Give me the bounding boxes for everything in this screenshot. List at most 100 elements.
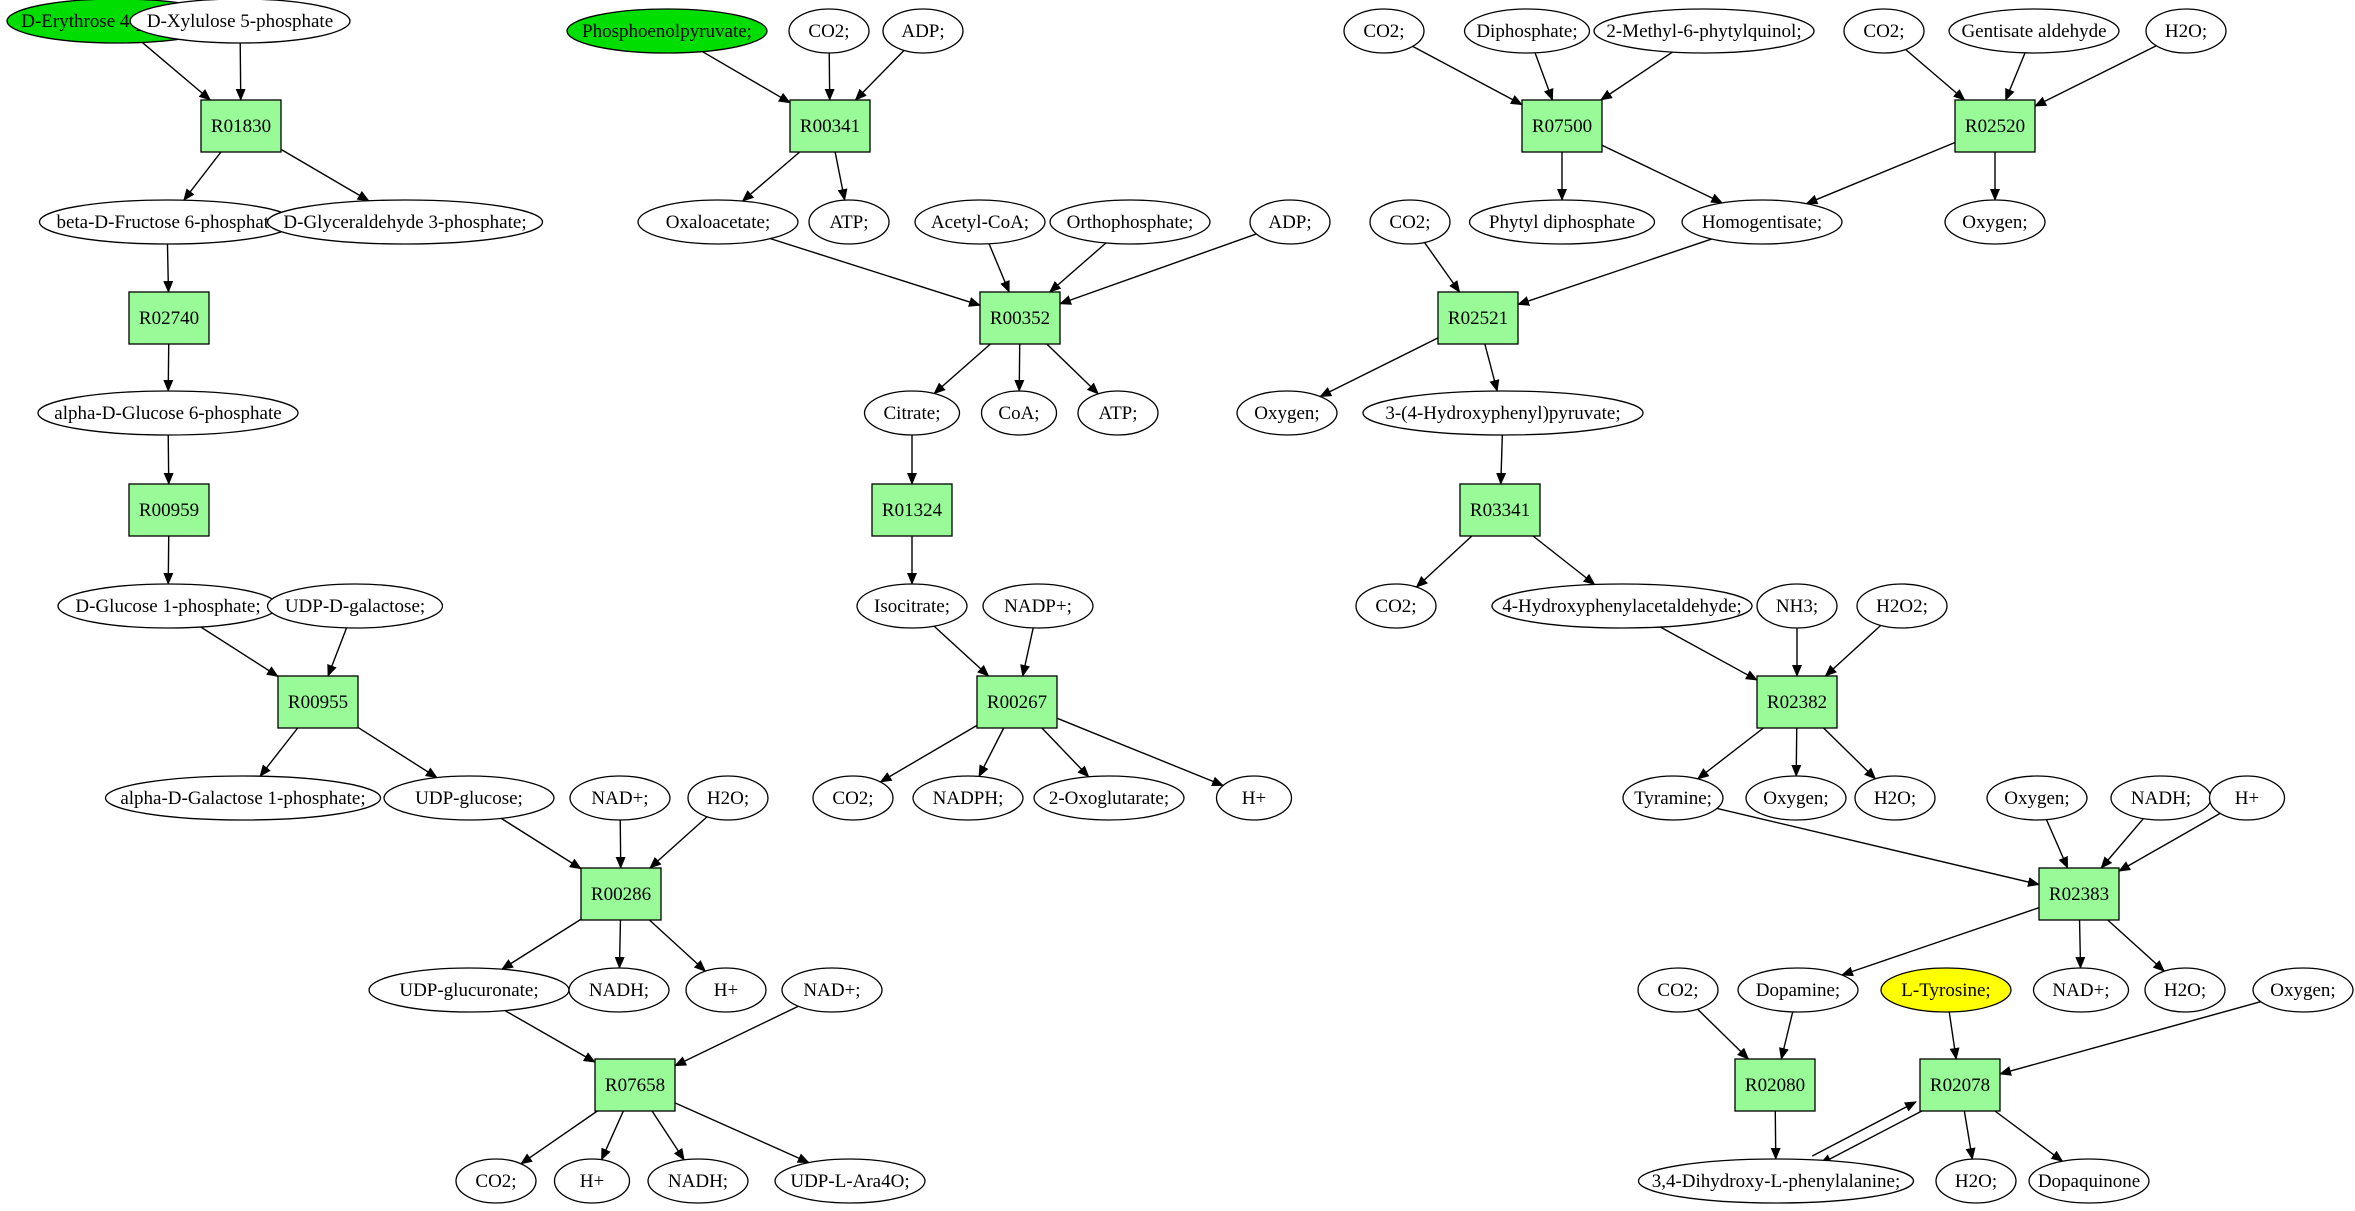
compound-node-c47[interactable]: Oxygen;: [1236, 390, 1338, 436]
compound-label: 2-Methyl-6-phytylquinol;: [1606, 21, 1801, 42]
compound-node-c62[interactable]: NAD+;: [2032, 967, 2130, 1013]
compound-node-c5[interactable]: alpha-D-Glucose 6-phosphate: [37, 390, 299, 436]
compound-node-c28[interactable]: Citrate;: [863, 390, 961, 436]
reaction-node-r13[interactable]: R02521: [1437, 291, 1519, 345]
compound-node-c40[interactable]: Phytyl diphosphate: [1468, 199, 1656, 245]
compound-label: Oxygen;: [2004, 788, 2069, 809]
compound-node-c20[interactable]: Phosphoenolpyruvate;: [566, 8, 768, 54]
compound-node-c60[interactable]: Dopamine;: [1737, 967, 1859, 1013]
reaction-node-r17[interactable]: R02080: [1734, 1058, 1816, 1112]
compound-node-c51[interactable]: NH3;: [1756, 583, 1838, 629]
compound-node-c35[interactable]: 2-Oxoglutarate;: [1033, 775, 1185, 821]
reaction-node-r16[interactable]: R02383: [2038, 867, 2120, 921]
compound-node-c66[interactable]: H2O;: [1935, 1158, 2017, 1204]
compound-node-c24[interactable]: ATP;: [808, 199, 890, 245]
edge-c37-to-r11: [1412, 45, 1523, 106]
compound-node-c52[interactable]: H2O2;: [1856, 583, 1948, 629]
compound-node-c63[interactable]: H2O;: [2144, 967, 2226, 1013]
reaction-box: [1437, 291, 1519, 345]
compound-node-c27[interactable]: ADP;: [1249, 199, 1331, 245]
compound-node-c53[interactable]: Tyramine;: [1622, 775, 1724, 821]
compound-ellipse: [104, 775, 382, 821]
compound-node-c7[interactable]: UDP-D-galactose;: [266, 583, 444, 629]
compound-node-c56[interactable]: Oxygen;: [1986, 775, 2088, 821]
compound-node-c59[interactable]: CO2;: [1637, 967, 1719, 1013]
compound-node-c26[interactable]: Orthophosphate;: [1049, 199, 1211, 245]
edge-c64-to-r18: [1999, 1001, 2261, 1076]
reaction-node-r10[interactable]: R00267: [976, 675, 1058, 729]
edge-c38-to-r11: [1534, 52, 1554, 101]
compound-node-c54[interactable]: Oxygen;: [1745, 775, 1847, 821]
compound-node-c6[interactable]: D-Glucose 1-phosphate;: [57, 583, 279, 629]
compound-node-c43[interactable]: Gentisate aldehyde: [1948, 8, 2120, 54]
compound-node-c8[interactable]: alpha-D-Galactose 1-phosphate;: [104, 775, 382, 821]
compound-node-c18[interactable]: NADH;: [647, 1158, 749, 1204]
compound-node-c10[interactable]: NAD+;: [569, 775, 671, 821]
compound-ellipse: [566, 8, 768, 54]
compound-node-c58[interactable]: H+: [2208, 775, 2286, 821]
compound-ellipse: [1880, 967, 2012, 1013]
compound-node-c64[interactable]: Oxygen;: [2252, 967, 2354, 1013]
reaction-node-r8[interactable]: R00352: [979, 291, 1061, 345]
compound-node-c16[interactable]: CO2;: [455, 1158, 537, 1204]
compound-label: UDP-glucuronate;: [399, 980, 538, 1001]
compound-node-c14[interactable]: H+: [685, 967, 767, 1013]
compound-node-c3[interactable]: beta-D-Fructose 6-phosphate: [38, 199, 296, 245]
compound-node-c17[interactable]: H+: [553, 1158, 631, 1204]
compound-node-c30[interactable]: ATP;: [1077, 390, 1159, 436]
reaction-node-r6[interactable]: R07658: [594, 1058, 676, 1112]
reaction-node-r7[interactable]: R00341: [789, 99, 871, 153]
reaction-label: R01830: [211, 116, 271, 137]
compound-node-c65[interactable]: 3,4-Dihydroxy-L-phenylalanine;: [1637, 1158, 1915, 1204]
compound-node-c22[interactable]: ADP;: [882, 8, 964, 54]
compound-node-c44[interactable]: H2O;: [2145, 8, 2227, 54]
compound-node-c15[interactable]: NAD+;: [781, 967, 883, 1013]
reaction-node-r3[interactable]: R00959: [128, 483, 210, 537]
reaction-node-r14[interactable]: R03341: [1459, 483, 1541, 537]
compound-node-c49[interactable]: CO2;: [1355, 583, 1437, 629]
compound-node-c38[interactable]: Diphosphate;: [1463, 8, 1591, 54]
reaction-box: [2038, 867, 2120, 921]
compound-node-c42[interactable]: CO2;: [1843, 8, 1925, 54]
compound-node-c33[interactable]: CO2;: [812, 775, 894, 821]
compound-node-c61[interactable]: L-Tyrosine;: [1880, 967, 2012, 1013]
compound-node-c48[interactable]: 3-(4-Hydroxyphenyl)pyruvate;: [1362, 390, 1644, 436]
reaction-node-r11[interactable]: R07500: [1521, 99, 1603, 153]
compound-label: H2O;: [707, 788, 749, 809]
compound-node-c25[interactable]: Acetyl-CoA;: [914, 199, 1046, 245]
reaction-node-r1[interactable]: R01830: [200, 99, 282, 153]
compound-node-c36[interactable]: H+: [1215, 775, 1293, 821]
compound-node-c23[interactable]: Oxaloacetate;: [637, 199, 799, 245]
compound-node-c46[interactable]: CO2;: [1369, 199, 1451, 245]
compound-node-c32[interactable]: NADP+;: [982, 583, 1094, 629]
reaction-node-r12[interactable]: R02520: [1954, 99, 2036, 153]
compound-node-c29[interactable]: CoA;: [980, 390, 1058, 436]
compound-node-c21[interactable]: CO2;: [788, 8, 870, 54]
reaction-node-r15[interactable]: R02382: [1756, 675, 1838, 729]
reaction-node-r18[interactable]: R02078: [1919, 1058, 2001, 1112]
compound-ellipse: [2145, 8, 2227, 54]
compound-node-c11[interactable]: H2O;: [687, 775, 769, 821]
compound-node-c12[interactable]: UDP-glucuronate;: [368, 967, 570, 1013]
reaction-node-r5[interactable]: R00286: [580, 867, 662, 921]
compound-node-c34[interactable]: NADPH;: [912, 775, 1024, 821]
compound-node-c41[interactable]: Homogentisate;: [1681, 199, 1843, 245]
compound-node-c67[interactable]: Dopaquinone: [2028, 1158, 2150, 1204]
compound-node-c19[interactable]: UDP-L-Ara4O;: [774, 1158, 926, 1204]
compound-node-c13[interactable]: NADH;: [568, 967, 670, 1013]
compound-node-c4[interactable]: D-Glyceraldehyde 3-phosphate;: [266, 199, 544, 245]
compound-node-c57[interactable]: NADH;: [2110, 775, 2212, 821]
reaction-node-r4[interactable]: R00955: [277, 675, 359, 729]
compound-node-c9[interactable]: UDP-glucose;: [383, 775, 555, 821]
compound-node-c2[interactable]: D-Xylulose 5-phosphate: [129, 0, 351, 44]
reaction-node-r9[interactable]: R01324: [871, 483, 953, 537]
compound-node-c50[interactable]: 4-Hydroxyphenylacetaldehyde;: [1491, 583, 1753, 629]
compound-node-c31[interactable]: Isocitrate;: [856, 583, 968, 629]
compound-node-c39[interactable]: 2-Methyl-6-phytylquinol;: [1593, 8, 1815, 54]
reaction-node-r2[interactable]: R02740: [128, 291, 210, 345]
compound-node-c55[interactable]: H2O;: [1854, 775, 1936, 821]
compound-node-c37[interactable]: CO2;: [1343, 8, 1425, 54]
edge-r18-to-c65: [1819, 1109, 1925, 1165]
compound-node-c45[interactable]: Oxygen;: [1944, 199, 2046, 245]
